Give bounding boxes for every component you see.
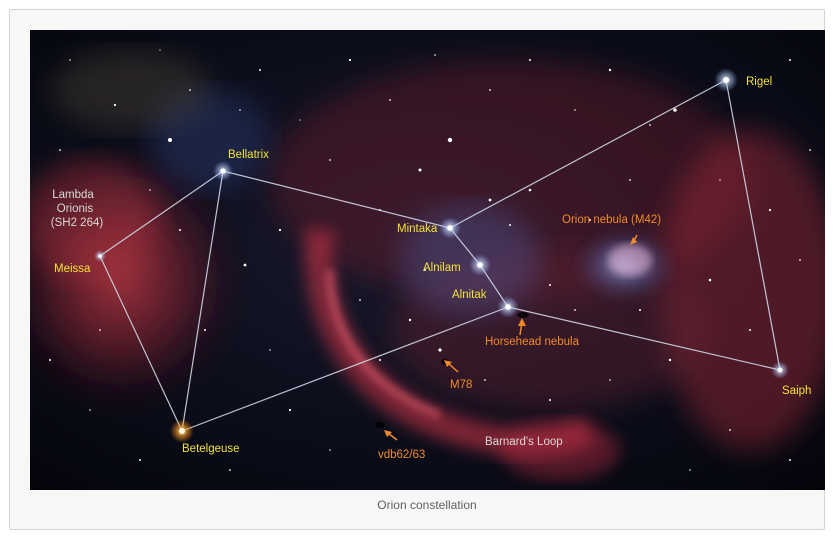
nebula-label-horsehead: Horsehead nebula (485, 336, 580, 348)
figure-caption: Orion constellation (377, 498, 477, 512)
region-label-lambda-2: Orionis (57, 203, 94, 215)
nebula-label-m42: Orion nebula (M42) (562, 214, 661, 226)
star-label-rigel: Rigel (746, 76, 772, 88)
star-field (49, 49, 811, 471)
star-label-mintaka: Mintaka (397, 223, 438, 235)
star-label-alnitak: Alnitak (452, 289, 487, 301)
region-label-barnards-loop: Barnard's Loop (485, 436, 563, 448)
region-label-lambda-3: (SH2 264) (51, 217, 104, 229)
annotation-arrows (384, 234, 638, 441)
region-label-lambda-1: Lambda (52, 189, 94, 201)
star-label-saiph: Saiph (782, 385, 811, 397)
bright-stars (94, 68, 789, 443)
nebula-label-vdb: vdb62/63 (378, 449, 425, 461)
nebula-label-m78: M78 (450, 379, 472, 391)
nebulosity (30, 50, 825, 480)
star-label-bellatrix: Bellatrix (228, 149, 269, 161)
star-label-meissa: Meissa (54, 263, 91, 275)
star-label-alnilam: Alnilam (423, 262, 461, 274)
figure-frame: Rigel Bellatrix Mintaka Alnilam Alnitak … (9, 9, 825, 530)
orion-photo: Rigel Bellatrix Mintaka Alnilam Alnitak … (30, 30, 825, 490)
star-label-betelgeuse: Betelgeuse (182, 443, 240, 455)
